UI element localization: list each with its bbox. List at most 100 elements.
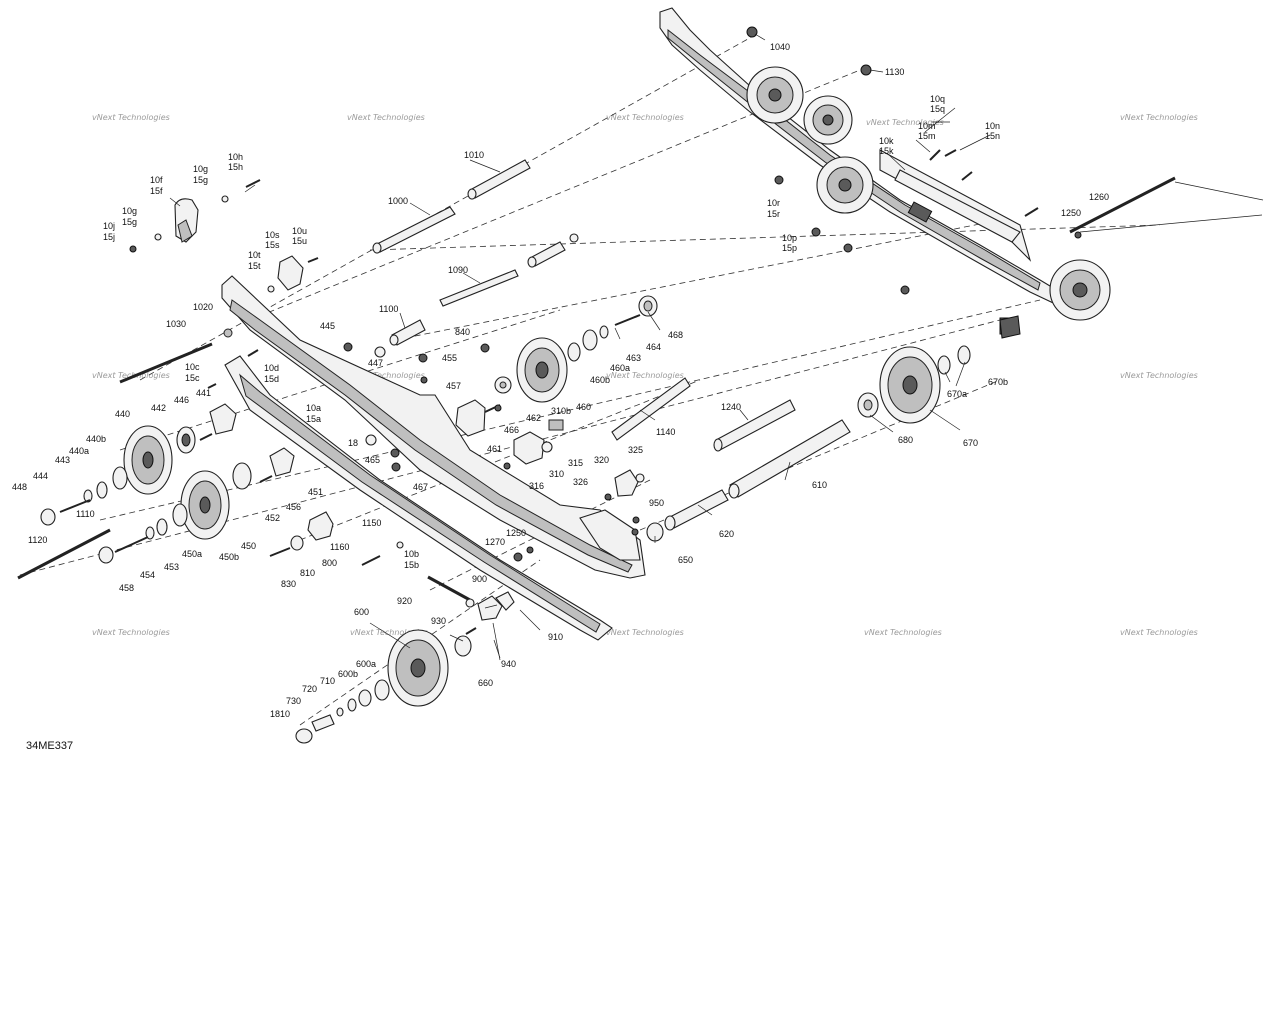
callout-15j: 15j [103,232,115,242]
callout-10b: 10b [404,549,419,559]
callout-600: 600 [354,607,369,617]
callout-1010: 1010 [464,150,484,160]
callout-444: 444 [33,471,48,481]
watermark-text: vNext Technologies [1120,628,1198,637]
wheel-600 [387,629,449,707]
callout-15q: 15q [930,104,945,114]
wheel-set-460 [516,295,658,403]
callout-440a: 440a [69,446,89,456]
callout-450: 450 [241,541,256,551]
callout-1100: 1100 [379,304,398,314]
callout-460a: 460a [610,363,630,373]
watermark-text: vNext Technologies [606,113,684,122]
callout-467: 467 [413,482,428,492]
watermark-text: vNext Technologies [347,113,425,122]
callout-600a: 600a [356,659,376,669]
right-rail-assembly [659,7,1176,339]
callout-15f: 15f [150,186,163,196]
callout-310b: 310b [551,406,571,416]
callout-720: 720 [302,684,317,694]
callout-310: 310 [549,469,564,479]
callout-15t: 15t [248,261,261,271]
callout-1270: 1270 [485,537,505,547]
callout-15c: 15c [185,373,200,383]
callout-15u: 15u [292,236,307,246]
callout-460: 460 [576,402,591,412]
callout-325: 325 [628,445,643,455]
callout-620: 620 [719,529,734,539]
watermark-text: vNext Technologies [92,628,170,637]
wheel-set-600 [295,629,449,744]
wheel-460 [516,337,568,403]
upper-left-brackets [129,179,319,293]
callout-1140: 1140 [656,427,675,437]
callout-465: 465 [365,455,380,465]
callout-1040: 1040 [770,42,790,52]
callout-10f: 10f [150,175,163,185]
callout-10p: 10p [782,233,797,243]
callout-455: 455 [442,353,457,363]
callout-900: 900 [472,574,487,584]
lower-center-parts [269,511,534,657]
callout-15n: 15n [985,131,1000,141]
callout-446: 446 [174,395,189,405]
left-rail-assembly [207,275,646,641]
callout-650: 650 [678,555,693,565]
callout-920: 920 [397,596,412,606]
callout-910: 910 [548,632,563,642]
callout-466: 466 [504,425,519,435]
callout-453: 453 [164,562,179,572]
wheel-upper-4 [1049,259,1111,321]
callout-labels: 1040 1130 10q 15q 10m 15m 10n 15n 10k 15… [12,42,1109,719]
wheel-set-670 [857,345,971,424]
callout-448: 448 [12,482,27,492]
callout-10c: 10c [185,362,200,372]
callout-15k: 15k [879,146,894,156]
callout-10t: 10t [248,250,261,260]
callout-10g-left: 10g [122,206,137,216]
callout-10a: 10a [306,403,321,413]
leader-lines [169,33,1264,661]
callout-1130: 1130 [885,67,904,77]
callout-10m: 10m [918,121,936,131]
callout-443: 443 [55,455,70,465]
callout-441: 441 [196,388,211,398]
watermark-text: vNext Technologies [1120,371,1198,380]
callout-462: 462 [526,413,541,423]
callout-450b: 450b [219,552,239,562]
callout-320: 320 [594,455,609,465]
callout-316: 316 [529,481,544,491]
wheel-440 [123,425,173,495]
callout-15p: 15p [782,243,797,253]
callout-1150: 1150 [362,518,381,528]
callout-10q: 10q [930,94,945,104]
callout-1120: 1120 [28,535,47,545]
callout-454: 454 [140,570,155,580]
callout-10r: 10r [767,198,780,208]
callout-460b: 460b [590,375,610,385]
callout-15d: 15d [264,374,279,384]
callout-447: 447 [368,358,383,368]
wheel-upper-2 [803,95,853,145]
callout-10k: 10k [879,136,894,146]
callout-15r: 15r [767,209,780,219]
callout-15g-left: 15g [122,217,137,227]
callout-670: 670 [963,438,978,448]
callout-451: 451 [308,487,323,497]
watermark-text: vNext Technologies [350,628,428,637]
wheel-450 [180,470,230,540]
watermark-text: vNext Technologies [1120,113,1198,122]
callout-15s: 15s [265,240,280,250]
lower-shafts [611,377,851,542]
callout-1260: 1260 [1089,192,1109,202]
callout-440: 440 [115,409,130,419]
watermark-text: vNext Technologies [92,371,170,380]
callout-670b: 670b [988,377,1008,387]
watermark-text: vNext Technologies [92,113,170,122]
assembly-axis-lines [19,34,1161,726]
callout-1030: 1030 [166,319,186,329]
callout-458: 458 [119,583,134,593]
callout-680: 680 [898,435,913,445]
callout-15b: 15b [404,560,419,570]
wheel-670 [879,346,941,424]
